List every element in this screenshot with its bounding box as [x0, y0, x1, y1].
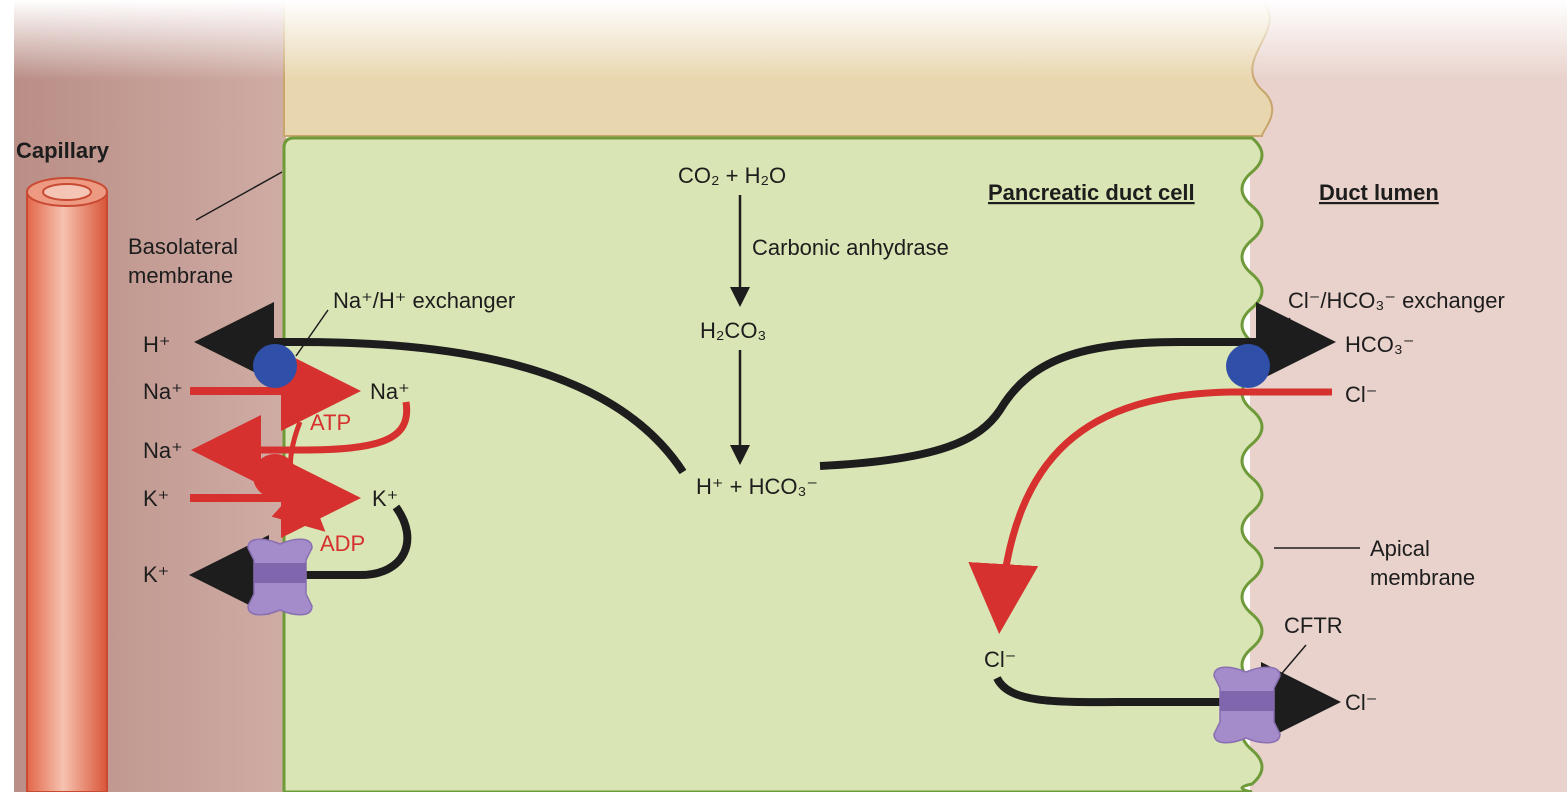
apical-label-1: Apical — [1370, 536, 1430, 561]
na-out-text: Na⁺ — [143, 438, 183, 463]
clhco3-exchanger — [1226, 344, 1270, 388]
cftr-channel — [1213, 666, 1281, 744]
na-efflux-arrow — [191, 401, 411, 485]
nah-leader — [295, 309, 329, 357]
k-efflux-arrow — [189, 504, 412, 615]
co2-h2o-text: CO₂ + H₂O — [678, 163, 786, 188]
k-channel — [247, 538, 313, 616]
k-in-text: K⁺ — [143, 486, 169, 511]
cell-label: Pancreatic duct cell — [988, 180, 1195, 205]
capillary-vessel — [26, 177, 108, 792]
basolateral-leader — [195, 171, 283, 221]
lumen-label: Duct lumen — [1319, 180, 1439, 205]
k-cell-text: K⁺ — [372, 486, 398, 511]
cftr-label: CFTR — [1284, 613, 1343, 638]
h-hco3-text: H⁺ + HCO₃⁻ — [696, 474, 818, 499]
carbonic-anhydrase-label: Carbonic anhydrase — [752, 235, 949, 260]
apical-label-2: membrane — [1370, 565, 1475, 590]
basolateral-label-2: membrane — [128, 263, 233, 288]
hco3-lumen-text: HCO₃⁻ — [1345, 332, 1414, 357]
adp-label: ADP — [320, 531, 365, 556]
na-cell-text: Na⁺ — [370, 379, 410, 404]
nah-exchanger-label: Na⁺/H⁺ exchanger — [333, 288, 515, 313]
cl-lumen-text-1: Cl⁻ — [1345, 382, 1377, 407]
nah-exchanger — [253, 344, 297, 388]
k-out-text: K⁺ — [143, 562, 169, 587]
na-k-atpase — [253, 454, 297, 498]
cl-uptake-arrow — [968, 388, 1332, 634]
h-efflux-arrow — [194, 302, 687, 475]
cl-cell-text: Cl⁻ — [984, 647, 1016, 672]
h2co3-text: H₂CO₃ — [700, 318, 766, 343]
capillary-label: Capillary — [16, 138, 110, 163]
hco3-secretion-arrow — [819, 302, 1336, 470]
lumen-region — [1250, 0, 1567, 792]
top-fade — [0, 0, 1567, 80]
cl-lumen-text-2: Cl⁻ — [1345, 690, 1377, 715]
cl-cftr-arrow — [993, 662, 1341, 742]
atp-label: ATP — [310, 410, 351, 435]
basolateral-label-1: Basolateral — [128, 234, 238, 259]
clhco3-exchanger-label: Cl⁻/HCO₃⁻ exchanger — [1288, 288, 1505, 313]
na-in-text: Na⁺ — [143, 379, 183, 404]
h-out-text: H⁺ — [143, 332, 171, 357]
